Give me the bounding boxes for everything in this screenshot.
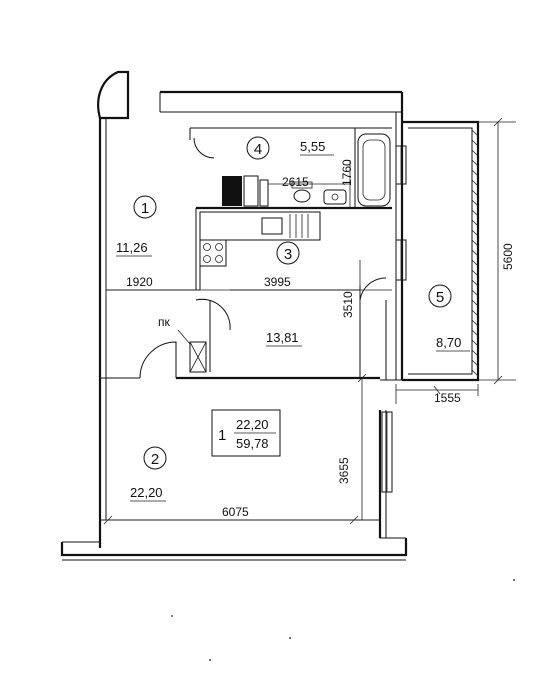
loggia-railing-hatch — [471, 129, 479, 377]
room-3-circle — [276, 241, 300, 265]
hatch-mark — [471, 239, 479, 247]
dim-1555: 1555 — [434, 391, 461, 405]
hatch-mark — [471, 289, 479, 297]
room-5-number: 5 — [436, 289, 444, 306]
hatch-mark — [471, 249, 479, 257]
kitchen-counter — [199, 211, 321, 241]
room-2-area: 22,20 — [130, 485, 163, 500]
loggia — [402, 120, 480, 382]
hatch-mark — [471, 199, 479, 207]
room-2-number: 2 — [151, 451, 159, 468]
hatch-mark — [471, 359, 479, 367]
dimension-lines — [100, 117, 516, 525]
dim-2615: 2615 — [282, 175, 309, 189]
hatch-mark — [471, 139, 479, 147]
hatch-mark — [471, 339, 479, 347]
pk-shaft — [189, 341, 207, 373]
dim-3655: 3655 — [337, 457, 351, 484]
hatch-mark — [471, 329, 479, 337]
dim-1920: 1920 — [126, 275, 153, 289]
hatch-mark — [471, 229, 479, 237]
summary-rooms-count: 1 — [218, 427, 226, 444]
room-3-area: 13,81 — [266, 330, 299, 345]
room-1-area: 11,26 — [116, 240, 148, 255]
scan-specks — [171, 579, 515, 661]
summary-living-area: 22,20 — [236, 417, 269, 432]
hatch-mark — [471, 219, 479, 227]
hatch-mark — [471, 179, 479, 187]
kitchen-sink — [261, 217, 283, 235]
hatch-mark — [471, 369, 479, 377]
dim-1760: 1760 — [340, 159, 354, 186]
hatch-mark — [471, 299, 479, 307]
toilet — [293, 189, 311, 203]
dim-3510: 3510 — [341, 291, 355, 318]
room-5-area: 8,70 — [436, 335, 461, 350]
doors — [139, 137, 387, 379]
dimension-labels: 1920 3995 2615 1555 6075 1760 3510 3655 … — [126, 159, 515, 519]
room-4-number: 4 — [254, 141, 262, 158]
dim-3995: 3995 — [264, 275, 291, 289]
hatch-mark — [471, 309, 479, 317]
bathtub — [357, 133, 391, 207]
hatch-mark — [471, 269, 479, 277]
hatch-mark — [471, 209, 479, 217]
summary-box: 1 22,20 59,78 — [211, 409, 281, 457]
room-4-circle — [246, 136, 270, 160]
hatch-mark — [471, 129, 479, 137]
room-markers: 1 2 3 4 5 — [133, 136, 452, 470]
appliance-block — [222, 176, 242, 206]
room-areas: 11,26 22,20 13,81 5,55 8,70 — [116, 139, 470, 502]
fixtures — [177, 133, 391, 373]
room-1-number: 1 — [141, 200, 149, 217]
washbasin — [323, 189, 347, 205]
dim-6075: 6075 — [222, 505, 249, 519]
room-1-circle — [133, 195, 157, 219]
dim-5600: 5600 — [501, 243, 515, 270]
hatch-mark — [471, 259, 479, 267]
room-4-area: 5,55 — [300, 139, 325, 154]
pk-label: пк — [158, 315, 170, 329]
hatch-mark — [471, 189, 479, 197]
hatch-mark — [471, 349, 479, 357]
hatch-mark — [471, 149, 479, 157]
room-2-circle — [143, 446, 167, 470]
stove — [199, 239, 227, 267]
hatch-mark — [471, 279, 479, 287]
windows — [381, 145, 407, 493]
room-3-number: 3 — [284, 246, 292, 263]
summary-total-area: 59,78 — [236, 436, 269, 451]
hatch-mark — [471, 169, 479, 177]
room-5-circle — [428, 284, 452, 308]
hatch-mark — [471, 159, 479, 167]
hatch-mark — [471, 319, 479, 327]
